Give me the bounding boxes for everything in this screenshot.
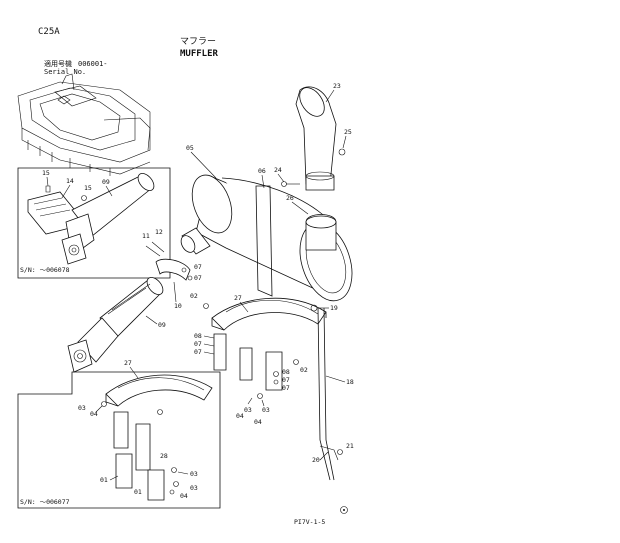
- callout-27b: 27: [124, 359, 132, 367]
- callout-27: 27: [234, 294, 242, 302]
- callout-20: 20: [312, 456, 320, 464]
- title-japanese: マフラー: [180, 36, 216, 47]
- callout-05: 05: [186, 144, 194, 152]
- callout-04c: 04: [254, 418, 262, 426]
- callout-21: 21: [346, 442, 354, 450]
- callout-07d: 07: [194, 348, 202, 356]
- callout-02b: 02: [300, 366, 308, 374]
- callout-01: 01: [100, 476, 108, 484]
- callout-15b: 15: [84, 184, 92, 192]
- callout-24: 24: [274, 166, 282, 174]
- callout-04b: 04: [236, 412, 244, 420]
- machine-locator-sketch: [17, 73, 151, 176]
- inset-bottom-serial: S/N: ～006077: [20, 498, 70, 506]
- callout-18: 18: [346, 378, 354, 386]
- registration-mark-icon: [340, 506, 348, 514]
- callout-01b: 01: [134, 488, 142, 496]
- callout-09b: 09: [158, 321, 166, 329]
- inset-late-serial: S/N: ～006077: [17, 371, 221, 509]
- callout-03e: 03: [190, 484, 198, 492]
- stay-18: [310, 304, 343, 481]
- callout-04: 04: [90, 410, 98, 418]
- inset-early-serial: S/N: ～006078: [17, 167, 171, 279]
- callout-19: 19: [330, 304, 338, 312]
- callout-25: 25: [344, 128, 352, 136]
- callout-07b: 07: [194, 274, 202, 282]
- callout-15: 15: [42, 169, 50, 177]
- callout-11: 11: [142, 232, 150, 240]
- callout-08: 08: [194, 332, 202, 340]
- clamp-10: [145, 241, 193, 281]
- callout-23: 23: [333, 82, 341, 90]
- tail-pipe-23: [281, 86, 346, 191]
- callout-10: 10: [174, 302, 182, 310]
- serial-label-japanese: 適用号機: [44, 59, 72, 68]
- callout-03b: 03: [244, 406, 252, 414]
- serial-value: 006001-: [78, 60, 108, 68]
- diagram-code: C25A: [38, 27, 60, 37]
- tail-pipe-09: [67, 277, 164, 373]
- registration-mark-dot-icon: [343, 509, 345, 511]
- callout-26: 26: [286, 194, 294, 202]
- callout-28: 28: [160, 452, 168, 460]
- serial-label-english: Serial No.: [44, 68, 86, 76]
- page-code: PI7V-1-5: [294, 518, 325, 526]
- callout-07f: 07: [282, 384, 290, 392]
- bracket-27-upper: [203, 297, 327, 399]
- callout-09: 09: [102, 178, 110, 186]
- muffler-05: [180, 174, 353, 302]
- callout-07c: 07: [194, 340, 202, 348]
- callout-03: 03: [78, 404, 86, 412]
- callout-08b: 08: [282, 368, 290, 376]
- callout-12: 12: [155, 228, 163, 236]
- inset-top-serial: S/N: ～006078: [20, 266, 70, 274]
- callout-03d: 03: [190, 470, 198, 478]
- callout-03c: 03: [262, 406, 270, 414]
- callout-02: 02: [190, 292, 198, 300]
- callout-06: 06: [258, 167, 266, 175]
- callout-07: 07: [194, 263, 202, 271]
- callout-04d: 04: [180, 492, 188, 500]
- callout-14: 14: [66, 177, 74, 185]
- callout-07e: 07: [282, 376, 290, 384]
- title-english: MUFFLER: [180, 49, 219, 59]
